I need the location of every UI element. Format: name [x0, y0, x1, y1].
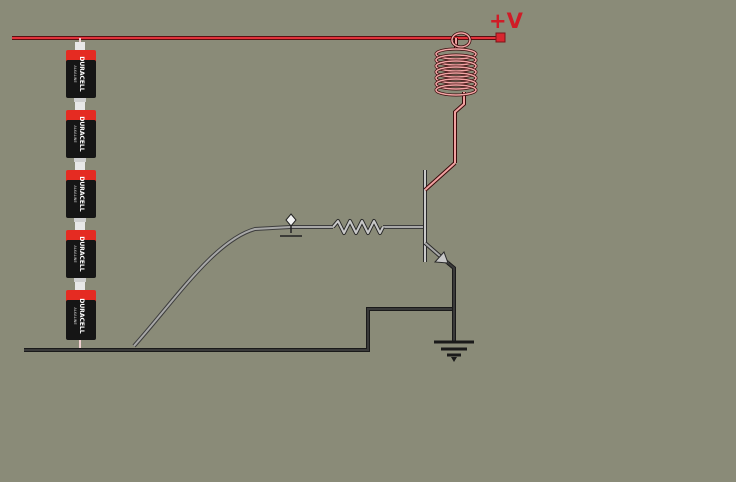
battery-brand-label: DURACELL: [78, 116, 85, 151]
battery-sub-label: ALKALINE: [73, 245, 77, 263]
ground-wire: [24, 307, 454, 352]
battery-cell[interactable]: DURACELL ALKALINE: [66, 162, 96, 222]
battery-cell[interactable]: DURACELL ALKALINE: [66, 42, 96, 102]
battery-cell[interactable]: DURACELL ALKALINE: [66, 222, 96, 282]
battery-brand-label: DURACELL: [78, 236, 85, 271]
battery-brand-label: DURACELL: [78, 298, 85, 333]
npn-transistor[interactable]: [423, 161, 457, 265]
supply-rail: [12, 32, 506, 43]
base-resistor[interactable]: [331, 219, 385, 235]
battery-sub-label: ALKALINE: [73, 185, 77, 203]
battery-sub-label: ALKALINE: [73, 125, 77, 143]
ground-symbol-icon: [434, 340, 474, 362]
collector-wire: [453, 92, 466, 163]
battery-sub-label: ALKALINE: [73, 307, 77, 325]
battery-cell[interactable]: DURACELL ALKALINE: [66, 102, 96, 162]
emitter-arrow-icon: [433, 251, 449, 264]
battery-cell[interactable]: DURACELL ALKALINE: [66, 282, 96, 340]
battery-sub-label: ALKALINE: [73, 65, 77, 83]
battery-brand-label: DURACELL: [78, 176, 85, 211]
base-signal-wire: [132, 225, 424, 348]
supply-voltage-label: +V: [489, 9, 524, 33]
inductor-coil[interactable]: [434, 31, 478, 97]
emitter-wire: [446, 261, 456, 342]
battery-brand-label: DURACELL: [78, 56, 85, 91]
supply-terminal[interactable]: [495, 32, 506, 43]
battery-stack: DURACELL ALKALINE DURACELL ALKALINE DURA…: [66, 38, 96, 350]
test-probe[interactable]: [280, 213, 302, 237]
